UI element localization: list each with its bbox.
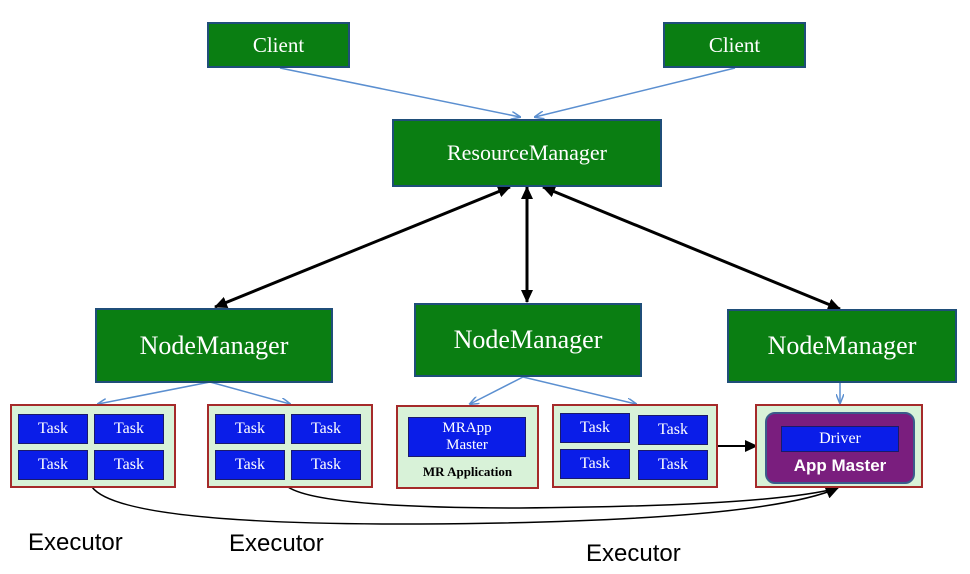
app-master-container: Driver App Master [755,404,923,488]
driver-label: Driver [819,430,861,447]
mr-app-master-box: MRApp Master [408,417,526,457]
task-label: Task [114,420,144,437]
node-manager-box-1: NodeManager [95,308,333,383]
task-box: Task [215,450,285,480]
task-box: Task [94,414,164,444]
task-label: Task [311,420,341,437]
mr-application-box: MRApp Master MR Application [396,405,539,489]
task-box: Task [638,415,708,445]
task-box: Task [291,450,361,480]
task-box: Task [560,449,630,479]
task-label: Task [235,420,265,437]
task-label: Task [580,419,610,436]
executor-box-1: Task Task Task Task [10,404,176,488]
task-box: Task [638,450,708,480]
task-label: Task [658,421,688,438]
resource-manager-label: ResourceManager [446,140,608,165]
node-manager-box-2: NodeManager [414,303,642,377]
task-box: Task [291,414,361,444]
task-label: Task [114,456,144,473]
resource-manager-box: ResourceManager [392,119,662,187]
arrow-client2-rm [535,67,736,117]
driver-box: Driver [781,426,899,452]
arrow-rm-nm1 [214,185,511,309]
executor-box-2: Task Task Task Task [207,404,373,488]
client-label-2: Client [708,32,761,57]
client-box-1: Client [207,22,350,68]
app-master-box: Driver App Master [765,412,915,484]
task-box: Task [18,450,88,480]
executor-label-3: Executor [586,540,681,567]
node-manager-label-2: NodeManager [453,325,603,354]
arrow-nm2-mrapp [470,376,524,404]
task-box: Task [215,414,285,444]
arrow-nm1-exec2 [209,381,290,404]
executor-label-2: Executor [229,530,324,557]
task-label: Task [580,455,610,472]
executor-box-3: Task Task Task Task [552,404,718,488]
curve-exec1-appmaster [91,486,839,525]
task-box: Task [18,414,88,444]
task-label: Task [658,456,688,473]
executor-label-1: Executor [28,529,123,556]
arrow-nm2-exec3 [522,376,636,404]
client-box-2: Client [663,22,806,68]
task-label: Task [235,456,265,473]
mr-application-label: MR Application [422,464,513,479]
task-label: Task [38,456,68,473]
node-manager-label-1: NodeManager [139,330,289,360]
mr-app-master-line-2: Master [446,437,488,453]
curve-exec2-appmaster [287,486,839,509]
mr-app-master-line-1: MRApp [442,420,492,436]
node-manager-box-3: NodeManager [727,309,957,383]
arrow-nm1-exec1 [98,381,211,404]
arrow-client1-rm [279,67,520,117]
node-manager-label-3: NodeManager [767,331,917,360]
task-label: Task [311,456,341,473]
task-box: Task [94,450,164,480]
client-label-1: Client [252,32,305,57]
task-box: Task [560,413,630,443]
task-label: Task [38,420,68,437]
app-master-label: App Master [793,456,887,475]
arrow-rm-nm3 [542,185,841,311]
